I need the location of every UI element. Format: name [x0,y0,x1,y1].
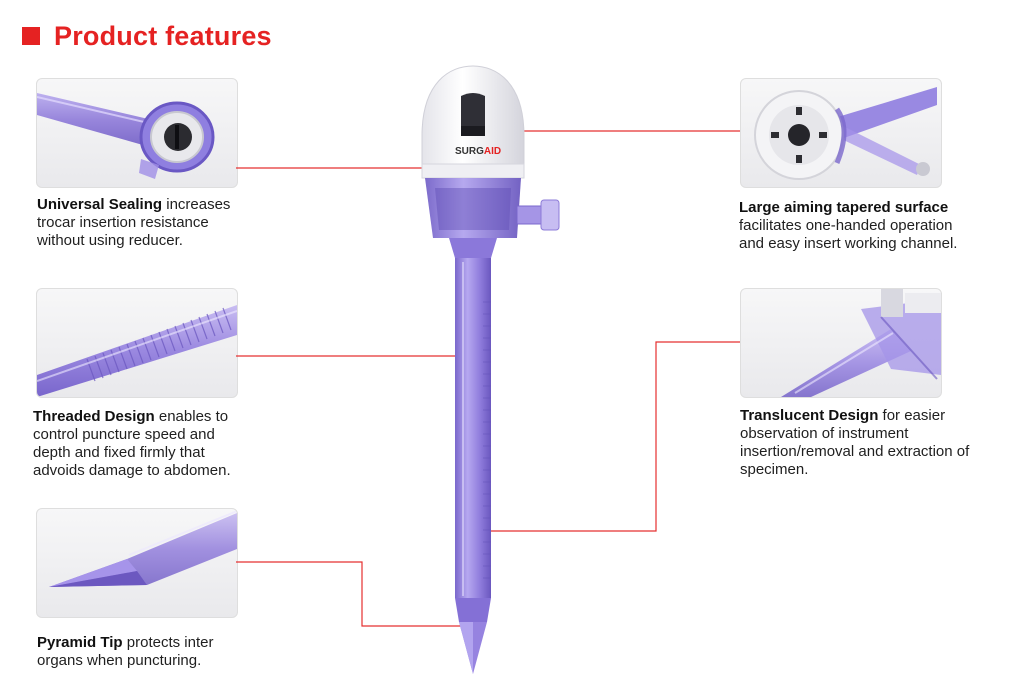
feature-pyramid-tip: Pyramid Tip protects inter organs when p… [37,634,247,670]
tip-closeup-illustration [49,510,237,587]
pyramid-tip-image [36,508,238,618]
feature-title: Pyramid Tip [37,634,123,651]
feature-text: facilitates one-handed operation and eas… [739,217,958,252]
feature-title: Universal Sealing [37,196,163,213]
trocar-device-illustration: SURGAID [405,62,565,682]
feature-title: Large aiming tapered surface [739,199,949,216]
aiming-surface-image [740,78,942,188]
feature-text: protects inter organs when puncturing. [37,634,214,669]
section-header: Product features [22,20,272,52]
universal-sealing-image [36,78,238,188]
page-title: Product features [54,20,272,51]
feature-text: increases trocar insertion resistance wi… [37,196,231,249]
feature-threaded-design: Threaded Design enables to control punct… [33,408,248,480]
thread-closeup-illustration [37,305,237,397]
feature-text: for easier observation of instrument ins… [740,407,970,478]
feature-title: Translucent Design [740,407,879,424]
brand-logo: SURGAID [455,146,501,157]
feature-translucent-design: Translucent Design for easier observatio… [740,407,970,479]
red-square-icon [22,27,40,45]
seal-closeup-illustration [37,93,215,179]
translucent-body-illustration [781,289,941,397]
translucent-design-image [740,288,942,398]
feature-universal-sealing: Universal Sealing increases trocar inser… [37,196,247,250]
feature-aiming-surface: Large aiming tapered surface facilitates… [739,199,969,253]
feature-text: enables to control puncture speed and de… [33,408,231,479]
threaded-design-image [36,288,238,398]
aiming-surface-illustration [754,87,937,180]
feature-title: Threaded Design [33,408,155,425]
